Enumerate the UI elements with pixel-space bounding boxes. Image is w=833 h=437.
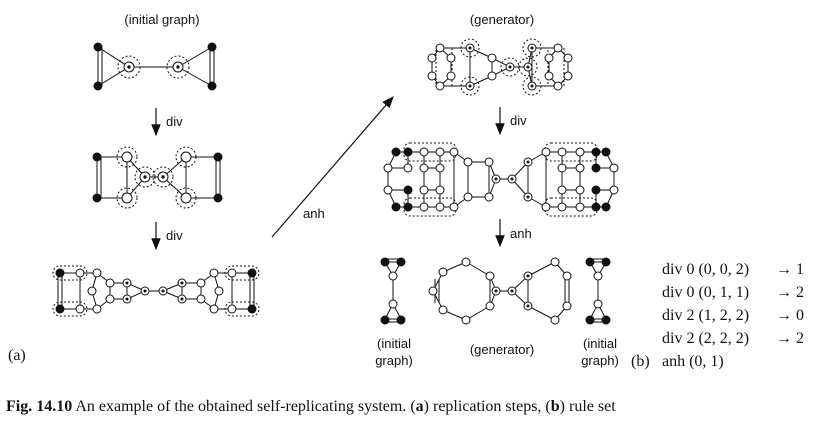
caption-text-3: ) rule set <box>559 398 616 415</box>
rule-rhs: → 0 <box>776 307 804 324</box>
divided-graph-diagram <box>92 146 223 209</box>
generator-bottom-label: (generator) <box>470 342 534 357</box>
caption-text-1: An example of the obtained self-replicat… <box>72 398 416 415</box>
initial-graph-left-line1: (initial <box>377 336 411 351</box>
figure-number: Fig. 14.10 <box>6 398 73 415</box>
final-generator-graph <box>428 257 572 325</box>
caption-a: a <box>415 398 424 415</box>
initial-graph-diagram <box>93 42 217 91</box>
rule-rhs: → 2 <box>776 330 804 347</box>
rule-rhs: → 2 <box>776 284 804 301</box>
rule-lhs: div 0 (0, 1, 1) <box>662 284 749 301</box>
figure-caption: Fig. 14.10 An example of the obtained se… <box>6 398 831 416</box>
anh-arrow-label: anh <box>303 206 325 221</box>
second-division-graph-diagram <box>52 265 260 317</box>
initial-graph-left-line2: graph) <box>375 353 413 368</box>
rule-lhs: div 2 (1, 2, 2) <box>662 307 749 324</box>
rule-set: div 0 (0, 0, 2) → 1 div 0 (0, 1, 1) → 2 … <box>662 261 804 370</box>
generator-division-diagram <box>383 142 619 217</box>
final-left-initial-graph <box>380 257 406 325</box>
caption-b: b <box>550 398 560 415</box>
initial-graph-right-line1: (initial <box>583 336 617 351</box>
panel-a-label: (a) <box>8 347 26 364</box>
generator-diagram <box>427 38 573 96</box>
initial-graph-right-line2: graph) <box>581 353 619 368</box>
div-label-1: div <box>166 114 183 129</box>
final-right-initial-graph <box>585 257 611 325</box>
div-label-2: div <box>166 228 183 243</box>
panel-b-label: (b) <box>631 353 650 370</box>
rule-lhs: div 2 (2, 2, 2) <box>662 330 749 347</box>
rule-lhs: anh (0, 1) <box>662 353 724 370</box>
rule-rhs: → 1 <box>776 261 804 278</box>
caption-text-2: ) replication steps, ( <box>423 398 551 415</box>
anh-diagonal-arrow <box>271 96 394 238</box>
generator-top-label: (generator) <box>470 12 534 27</box>
anh-label-2: anh <box>510 226 532 241</box>
initial-graph-top-label: (initial graph) <box>124 12 199 27</box>
rule-lhs: div 0 (0, 0, 2) <box>662 261 749 278</box>
div-label-3: div <box>510 113 527 128</box>
